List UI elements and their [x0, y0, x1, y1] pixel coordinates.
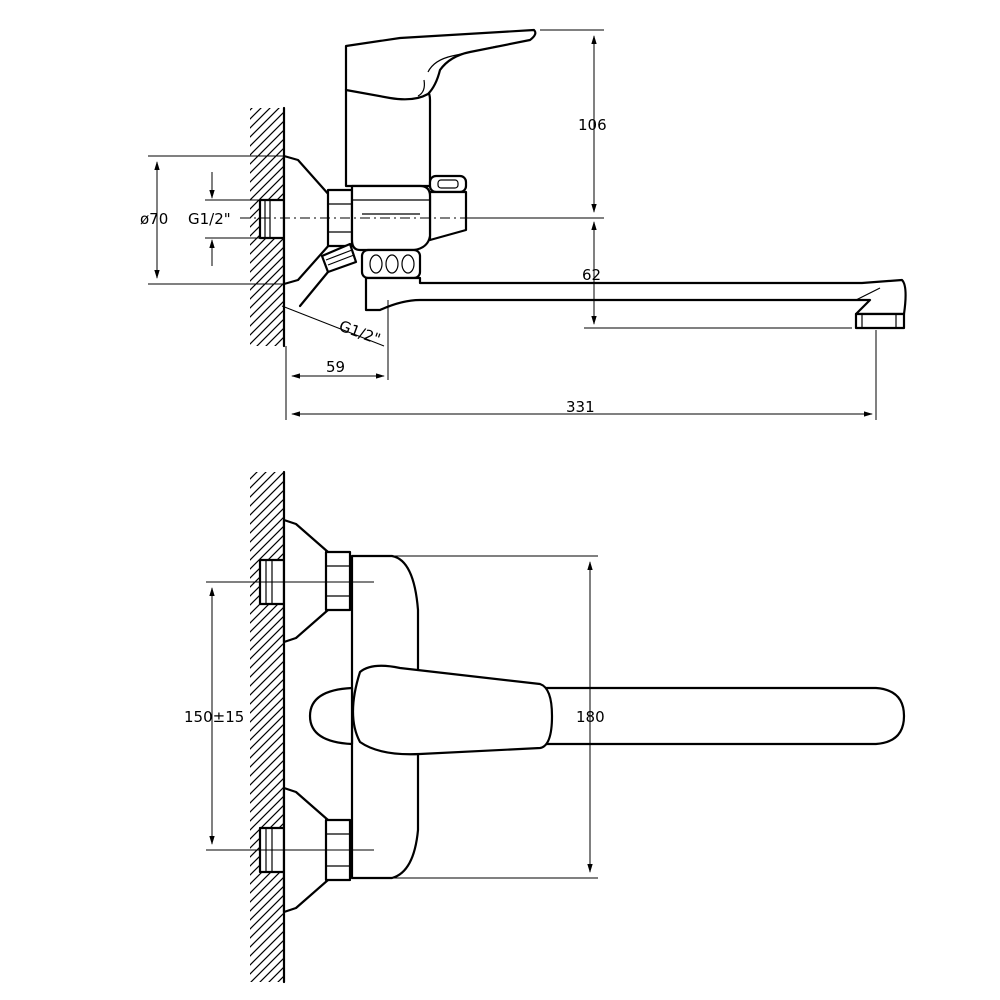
depth-label: 59 [326, 358, 345, 376]
diameter-label: ø70 [140, 210, 168, 228]
dimension-lines-side [148, 29, 877, 420]
rear-cap [308, 686, 354, 746]
dimension-lines-top [206, 555, 598, 879]
inlet-spacing-label: 150±15 [184, 708, 244, 726]
height-label: 106 [578, 116, 607, 134]
spout-height-label: 62 [582, 266, 601, 284]
total-length-label: 331 [566, 398, 595, 416]
aerator [854, 312, 906, 330]
spout [364, 276, 907, 316]
mixer-body [350, 184, 432, 252]
inlet-upper [258, 518, 352, 644]
side-view: 106 ø70 G1/2" G1/2" 62 59 331 [140, 28, 907, 420]
escutcheon [282, 154, 332, 286]
wall-inlet-thread [258, 198, 286, 240]
thread-hose-label: G1/2" [337, 317, 383, 349]
thread-wall-label: G1/2" [188, 210, 231, 228]
body-length-label: 180 [576, 708, 605, 726]
spout-nut [360, 248, 422, 280]
diverter-knob [428, 174, 468, 242]
top-view: 150±15 180 [184, 470, 906, 984]
wall-top [250, 470, 286, 984]
lever-handle [344, 28, 537, 101]
hose-outlet [298, 242, 358, 308]
lever-handle-top [351, 664, 554, 756]
